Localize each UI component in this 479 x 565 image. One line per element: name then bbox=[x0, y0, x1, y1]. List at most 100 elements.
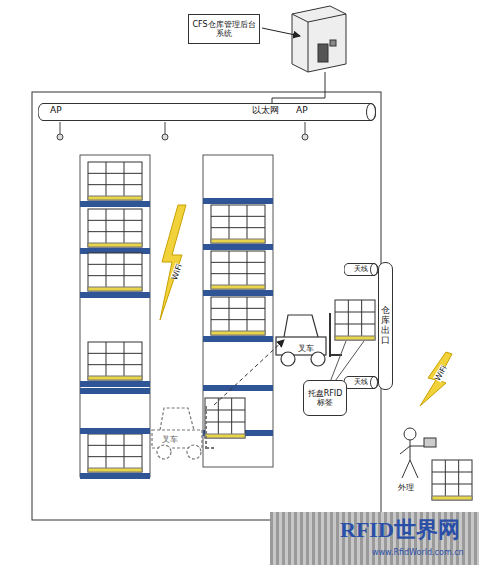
forklift bbox=[276, 313, 342, 366]
watermark: RFID世界网 bbox=[340, 515, 460, 545]
shelf-beam bbox=[203, 244, 273, 250]
shelf-beam bbox=[80, 428, 150, 434]
node-text: 以太网 bbox=[252, 105, 279, 115]
ethernet-pipe: AP 以太网 AP bbox=[38, 103, 376, 121]
pallet-load bbox=[88, 162, 142, 200]
antenna: 天线 bbox=[344, 376, 378, 389]
pallet-base bbox=[88, 243, 142, 247]
pallet-load bbox=[432, 460, 472, 500]
shelf-beam bbox=[80, 473, 150, 479]
shelf-beam bbox=[80, 388, 150, 394]
shelf-beam bbox=[203, 385, 273, 391]
box-line bbox=[247, 297, 248, 331]
shelf-beam bbox=[203, 336, 273, 342]
pallet-load bbox=[88, 209, 142, 247]
pallet-stacks bbox=[80, 162, 472, 500]
box-line bbox=[88, 445, 142, 446]
outline-shape bbox=[38, 104, 376, 121]
forklift-dashed bbox=[152, 406, 216, 459]
pallet-base bbox=[88, 376, 142, 380]
pallet-base bbox=[88, 468, 142, 472]
box-line bbox=[205, 410, 245, 411]
outline-end bbox=[367, 104, 376, 121]
box-line bbox=[247, 251, 248, 285]
box-line bbox=[432, 484, 472, 485]
box-line bbox=[88, 264, 142, 265]
node-text: 仓库出口 bbox=[381, 306, 390, 346]
box-line bbox=[211, 262, 265, 263]
outline-shape bbox=[344, 377, 378, 389]
box-line bbox=[124, 342, 125, 376]
box-line bbox=[106, 253, 107, 287]
box-line bbox=[88, 184, 142, 185]
server bbox=[292, 6, 346, 72]
label-box: 托盘RFID标签 bbox=[303, 380, 347, 416]
pallet-base bbox=[211, 285, 265, 289]
box-line bbox=[88, 364, 142, 365]
person bbox=[400, 428, 436, 478]
box-line bbox=[335, 324, 375, 325]
pallet-load bbox=[88, 253, 142, 291]
box-line bbox=[88, 173, 142, 174]
shelf-beam bbox=[80, 292, 150, 298]
box-line bbox=[229, 205, 230, 239]
rack-left bbox=[80, 155, 150, 477]
box-line bbox=[124, 209, 125, 243]
box-line bbox=[211, 319, 265, 320]
pallet-base bbox=[432, 496, 472, 500]
box-line bbox=[205, 422, 245, 423]
wifi-bolt bbox=[420, 352, 452, 406]
move-arrow bbox=[214, 340, 284, 405]
forklift-label: 叉车 bbox=[162, 434, 178, 445]
box-line bbox=[106, 162, 107, 196]
box-line bbox=[124, 253, 125, 287]
pallet-load bbox=[88, 434, 142, 472]
pallet-base bbox=[205, 434, 245, 438]
box-line bbox=[211, 227, 265, 228]
box-line bbox=[211, 273, 265, 274]
pallet-load bbox=[211, 251, 265, 289]
box-line bbox=[432, 472, 472, 473]
person-label: 外理 bbox=[398, 482, 414, 493]
box-line bbox=[88, 231, 142, 232]
outline-end bbox=[371, 264, 378, 276]
box-line bbox=[88, 275, 142, 276]
rack-right bbox=[203, 155, 273, 467]
warehouse-wall bbox=[32, 92, 381, 520]
box-line bbox=[211, 216, 265, 217]
box-line bbox=[348, 300, 349, 336]
box-line bbox=[88, 220, 142, 221]
ap-antennas bbox=[57, 122, 308, 140]
node-text: 天线 bbox=[354, 265, 368, 273]
node-text: CFS仓库管理后台系统 bbox=[191, 20, 257, 38]
box-line bbox=[361, 300, 362, 336]
box-line bbox=[229, 297, 230, 331]
node-text: 天线 bbox=[354, 378, 368, 386]
network-cable bbox=[272, 72, 325, 104]
pallet-load bbox=[211, 297, 265, 335]
node-text: AP bbox=[296, 105, 308, 115]
box-line bbox=[458, 460, 459, 496]
pallet-base bbox=[211, 331, 265, 335]
shelf-beam bbox=[203, 198, 273, 204]
box-line bbox=[124, 434, 125, 468]
pallet-load bbox=[211, 205, 265, 243]
wifi-bolt bbox=[160, 205, 186, 320]
node-text: AP bbox=[50, 105, 62, 115]
box-line bbox=[124, 162, 125, 196]
pallet-load bbox=[88, 342, 142, 380]
box-line bbox=[231, 398, 232, 434]
pallet-base bbox=[88, 196, 142, 200]
pallet-base bbox=[211, 239, 265, 243]
antenna: 天线 bbox=[344, 263, 378, 276]
outline-shape bbox=[344, 264, 378, 276]
label-box: CFS仓库管理后台系统 bbox=[188, 14, 260, 44]
shelf-beam bbox=[80, 381, 150, 387]
box-line bbox=[88, 456, 142, 457]
box-line bbox=[445, 460, 446, 496]
node-text: 托盘RFID标签 bbox=[306, 389, 344, 407]
shelf-beam bbox=[203, 290, 273, 296]
box-line bbox=[229, 251, 230, 285]
forklift-label: 叉车 bbox=[298, 343, 314, 354]
